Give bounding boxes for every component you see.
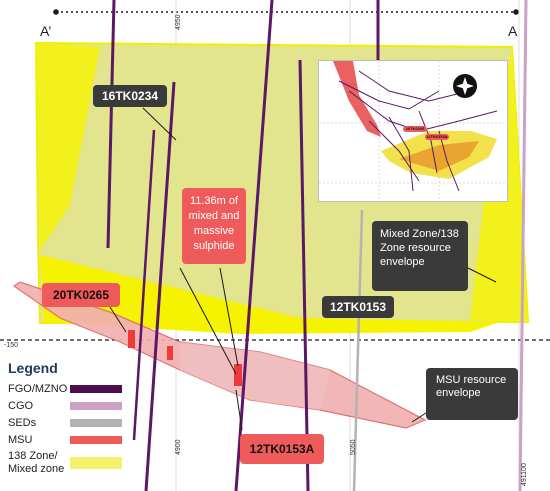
drillhole-trace [352, 209, 364, 491]
section-end-right-label: A [508, 23, 518, 39]
legend: Legend FGO/MZNO CGO SEDs MSU 138 Zone/ M… [4, 360, 122, 478]
depth-label: -150 [4, 342, 19, 349]
msu-intercept [234, 364, 242, 386]
leader-line [467, 267, 497, 283]
section-end-left-label: A’ [40, 23, 52, 39]
legend-label: SEDs [8, 416, 37, 429]
legend-label: CGO [8, 399, 34, 412]
legend-item: FGO/MZNO [8, 380, 122, 397]
legend-item: 138 Zone/ Mixed zone [8, 448, 122, 478]
legend-label: FGO/MZNO [8, 382, 68, 395]
inset-label: 12TK0153A [425, 134, 449, 140]
drillhole-trace [234, 0, 274, 491]
legend-label: MSU [8, 433, 33, 446]
drillhole-trace [106, 0, 116, 249]
drillhole-trace [298, 59, 310, 491]
drillhole-trace [132, 129, 156, 441]
grid-label: 5050 [350, 439, 357, 455]
msu-intercept [128, 330, 135, 348]
leader-line [219, 267, 239, 367]
hole-label-12tk0153a: 12TK0153A [240, 434, 324, 464]
legend-swatch [70, 418, 122, 427]
hole-label-16tk0234: 16TK0234 [93, 85, 167, 107]
section-end-right [513, 9, 519, 15]
leader-line [235, 389, 243, 431]
grid-label: 491100 [521, 463, 528, 486]
legend-swatch [70, 435, 122, 444]
grid-label: 4950 [175, 14, 182, 30]
legend-swatch [70, 457, 122, 469]
section-end-left [53, 9, 59, 15]
legend-swatch [70, 384, 122, 393]
leader-line [142, 107, 177, 141]
mixed-zone-callout: Mixed Zone/138 Zone resource envelope [372, 221, 468, 291]
drillhole-trace [518, 0, 528, 491]
legend-label: 138 Zone/ Mixed zone [8, 450, 65, 475]
legend-swatch [70, 401, 122, 410]
hole-label-12tk0153: 12TK0153 [322, 296, 394, 318]
legend-item: SEDs [8, 414, 122, 431]
leader-line [179, 267, 237, 375]
inset-drawing [319, 61, 507, 201]
legend-item: MSU [8, 431, 122, 448]
legend-title: Legend [8, 360, 58, 376]
msu-envelope-face [180, 342, 330, 410]
leader-line [109, 306, 127, 333]
inset-label: 20TK0265 [403, 126, 427, 132]
intercept-callout: 11.36m of mixed and massive sulphide [182, 188, 246, 264]
inset-3d-view: 20TK0265 12TK0153A [318, 60, 508, 202]
mixed-zone-edge-left [36, 43, 100, 250]
msu-zone-callout: MSU resource envelope [426, 368, 518, 420]
hole-label-20tk0265: 20TK0265 [42, 283, 120, 307]
msu-intercept [167, 346, 173, 360]
legend-item: CGO [8, 397, 122, 414]
drillhole-trace [144, 81, 176, 491]
mixed-zone-base [40, 255, 500, 334]
grid-label: 4900 [175, 439, 182, 455]
